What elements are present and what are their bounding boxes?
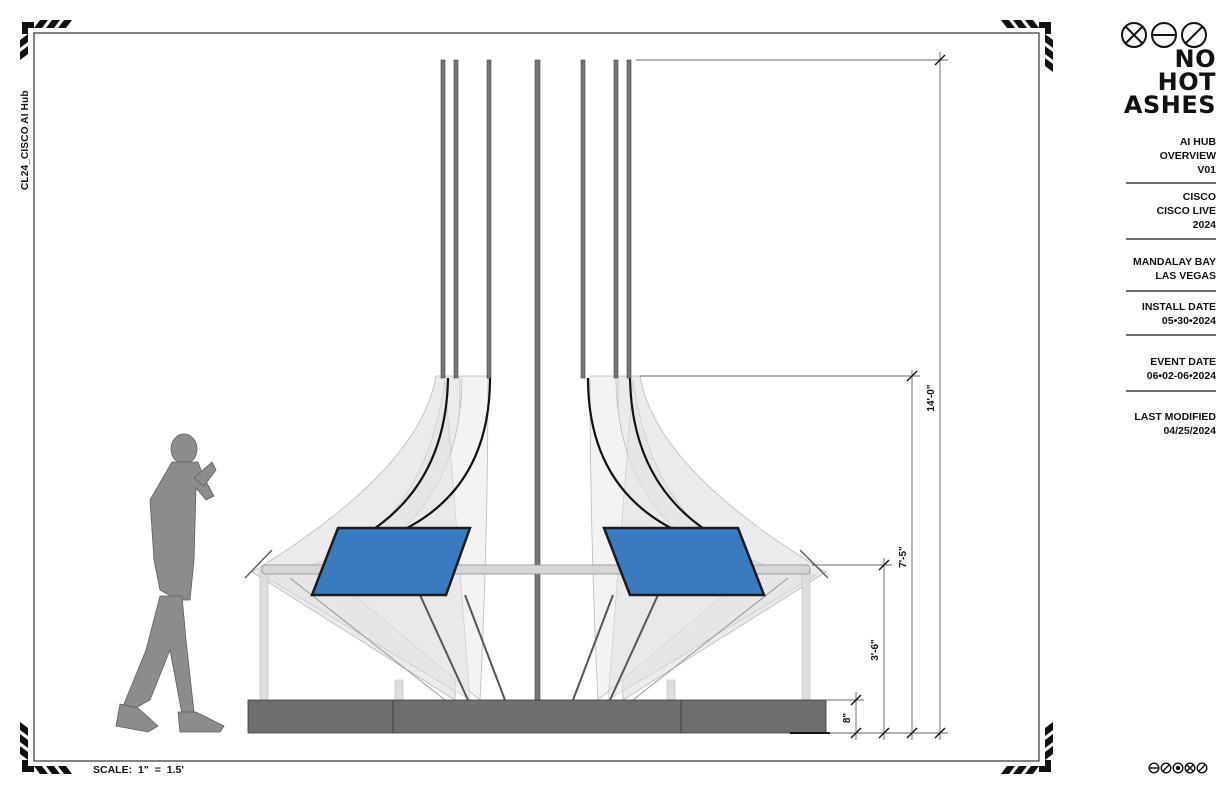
x-circle-icon <box>1121 22 1147 48</box>
brand-logo-line2: ASHES <box>1123 91 1216 119</box>
venue-info: MANDALAY BAY LAS VEGAS <box>1126 255 1216 283</box>
venue-name: MANDALAY BAY <box>1132 256 1216 268</box>
client-name: CISCO <box>1182 191 1216 203</box>
diagonal-struts <box>289 577 789 701</box>
vertical-poles <box>440 59 632 701</box>
dimension-labels: 14'-0" 7'-5" 3'-6" 8" <box>842 384 937 723</box>
separator <box>1126 182 1216 184</box>
separator <box>1126 238 1216 240</box>
event-date-value: 06•02-06•2024 <box>1146 370 1216 382</box>
bar-end-caps <box>244 549 829 579</box>
brand-logo-line1: NO HOT <box>1157 45 1216 96</box>
project-version: V01 <box>1197 164 1216 176</box>
last-modified-info: LAST MODIFIED 04/25/2024 <box>1126 410 1216 438</box>
event-date-info: EVENT DATE 06•02-06•2024 <box>1126 355 1216 383</box>
install-date-info: INSTALL DATE 05•30•2024 <box>1126 300 1216 328</box>
venue-city: LAS VEGAS <box>1155 270 1216 282</box>
dimension-label-base: 8" <box>842 713 853 724</box>
corner-marker-bottom-right <box>1001 722 1053 774</box>
minus-circle-icon <box>1151 22 1177 48</box>
project-side-label: CL24_CISCO AI Hub <box>20 90 31 190</box>
separator <box>1126 390 1216 392</box>
dimension-lines <box>636 52 948 740</box>
event-date-label: EVENT DATE <box>1150 356 1216 368</box>
separator <box>1126 334 1216 336</box>
slash-circle-icon <box>1160 762 1172 774</box>
dimension-label-overall: 14'-0" <box>926 384 937 411</box>
footer-logo-icons <box>1148 762 1208 774</box>
corner-marker-bottom-left <box>20 722 72 774</box>
dot-circle-icon <box>1172 762 1184 774</box>
minus-circle-icon <box>1148 762 1160 774</box>
last-modified-value: 04/25/2024 <box>1163 425 1216 437</box>
corner-marker-top-right <box>1001 20 1053 72</box>
logo-icons <box>1121 22 1207 48</box>
slash-circle-icon <box>1196 762 1208 774</box>
dimension-label-bar: 3'-6" <box>870 639 881 661</box>
display-screen-left <box>310 526 472 597</box>
dimension-ticks <box>850 54 946 739</box>
scale-label: SCALE: 1" = 1.5' <box>93 764 184 776</box>
last-modified-label: LAST MODIFIED <box>1134 411 1216 423</box>
base-platform <box>247 699 827 734</box>
install-date-value: 05•30•2024 <box>1161 315 1216 327</box>
scale-human-figure <box>115 433 225 733</box>
drawing-frame <box>33 32 1040 762</box>
dimension-label-screen: 7'-5" <box>898 546 909 568</box>
project-name: AI HUB <box>1179 136 1216 148</box>
event-year: 2024 <box>1192 219 1216 231</box>
slash-circle-icon <box>1181 22 1207 48</box>
client-info: CISCO CISCO LIVE 2024 <box>1126 190 1216 232</box>
project-subtitle: OVERVIEW <box>1159 150 1216 162</box>
corner-marker-top-left <box>20 20 72 60</box>
x-circle-icon <box>1184 762 1196 774</box>
brand-logo: NO HOT ASHES <box>1112 45 1216 119</box>
event-name: CISCO LIVE <box>1156 205 1216 217</box>
install-date-label: INSTALL DATE <box>1141 301 1216 313</box>
project-info: AI HUB OVERVIEW V01 <box>1126 135 1216 177</box>
display-screen-right <box>602 526 766 597</box>
separator <box>1126 290 1216 292</box>
